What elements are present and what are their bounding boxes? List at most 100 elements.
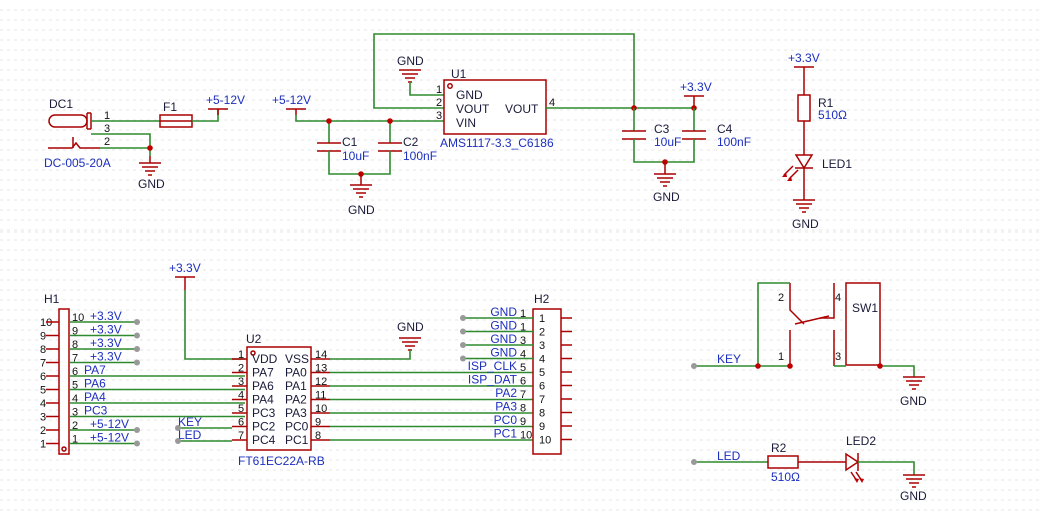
dc1-pin-2: 2 [104, 136, 110, 148]
u1-pinnum-2: 2 [436, 97, 442, 109]
u2-left-pin-number: 4 [238, 390, 244, 402]
capacitor-c3[interactable]: C3 10uF [622, 122, 681, 149]
u2-right-pin-number: 10 [315, 403, 327, 415]
dc1-part: DC-005-20A [44, 156, 111, 170]
u2-left-pin-name: PA7 [252, 366, 274, 380]
u2-left-pin-number: 7 [238, 430, 244, 442]
wire-vout-loop [373, 33, 635, 109]
switch-sw1[interactable]: SW1 2 1 4 3 [778, 282, 881, 366]
h1-wire-pin-number: 2 [72, 420, 78, 432]
led-led2[interactable]: LED2 [845, 434, 876, 483]
u2-left-pin-name: PA4 [252, 393, 274, 407]
u2-right-pin-name: PA1 [285, 379, 307, 393]
r1-value: 510Ω [818, 108, 847, 122]
u1-designator: U1 [451, 67, 467, 81]
u2-part: FT61EC22A-RB [238, 454, 325, 468]
h2-wire-pin-number: 5 [520, 362, 526, 374]
led2-designator: LED2 [846, 434, 876, 448]
dc1-pin-3: 3 [104, 123, 110, 135]
c2-designator: C2 [403, 135, 419, 149]
h1-net-label: PC3 [84, 404, 108, 418]
h1-net-label: +5-12V [90, 417, 129, 431]
h1-pin-number: 1 [40, 439, 46, 451]
gnd-label-c3c4: GND [653, 190, 680, 204]
h2-net-label: ISP_CLK [468, 359, 517, 373]
dc-jack-dc1[interactable]: DC1 DC-005-20A 1 3 2 [44, 97, 111, 170]
h1-net-label: +3.3V [90, 350, 122, 364]
u2-left-pin-number: 3 [238, 376, 244, 388]
u2-right-pin-name: VSS [285, 352, 309, 366]
h2-designator: H2 [534, 292, 550, 306]
input-net-label-1: +5-12V [206, 93, 245, 107]
u2-net-led: LED [178, 428, 202, 442]
wire-u2-vdd [184, 290, 245, 360]
h1-pin-number: 2 [40, 425, 46, 437]
u2-left-pin-name: PC2 [252, 420, 276, 434]
u2-right-pin-number: 8 [315, 430, 321, 442]
gnd-symbol-c3c4: GND [653, 162, 680, 204]
power-flag-input-2: +5-12V [272, 93, 311, 115]
u1-pin-vout-left: VOUT [456, 102, 490, 116]
sw1-pin-4: 4 [835, 292, 841, 304]
h1-wire-pin-number: 3 [72, 407, 78, 419]
h2-net-label: PC1 [494, 427, 518, 441]
gnd-symbol-u2: GND [397, 320, 424, 351]
h2-net-label: GND [490, 346, 517, 360]
c3-value: 10uF [654, 135, 681, 149]
wire-dc1-gnd [100, 147, 151, 156]
h1-pin-number: 8 [40, 344, 46, 356]
wire-sw1-top-left [757, 282, 790, 366]
led1-net-label: +3.3V [788, 51, 820, 65]
c2-value: 100nF [403, 149, 437, 163]
h2-net-label: GND [490, 319, 517, 333]
h1-wire-pin-number: 1 [72, 434, 78, 446]
mcu-u2[interactable]: U2 FT61EC22A-RB [238, 332, 325, 468]
gnd-symbol-c1c2: GND [348, 174, 375, 217]
h2-wire-pin-number: 3 [520, 335, 526, 347]
capacitor-c4[interactable]: C4 100nF [682, 122, 751, 149]
u2-left-pin-name: VDD [252, 352, 278, 366]
wire-u2-vss [330, 350, 411, 360]
u1-pinnum-1: 1 [436, 84, 442, 96]
regulator-u1[interactable]: U1 GND VOUT VIN VOUT 1 2 3 4 AMS1117-3.3… [436, 67, 555, 150]
capacitor-c1[interactable]: C1 10uF [317, 135, 369, 163]
u1-part: AMS1117-3.3_C6186 [440, 136, 554, 150]
f1-designator: F1 [163, 100, 177, 114]
u2-left-pin-number: 2 [238, 363, 244, 375]
h2-pin-number: 2 [539, 327, 545, 339]
fuse-f1[interactable]: F1 [159, 100, 193, 128]
power-flag-3v3-u2: +3.3V [169, 261, 201, 290]
u1-pin-vout-right: VOUT [505, 102, 539, 116]
h1-net-label: PA7 [84, 363, 106, 377]
h1-wires: +3.3V+3.3V+3.3V+3.3VPA7PA6PA4PC3+5-12V+5… [69, 309, 245, 447]
power-flag-input-1: +5-12V [206, 93, 245, 115]
u2-right-pin-number: 14 [315, 349, 327, 361]
h2-net-label: PC0 [494, 413, 518, 427]
h2-wire-pin-number: 6 [520, 376, 526, 388]
u2-left-pin-number: 6 [238, 417, 244, 429]
h2-pin-number: 8 [539, 408, 545, 420]
wire-f1-out [192, 109, 219, 122]
h2-pin-number: 6 [539, 381, 545, 393]
sw1-designator: SW1 [852, 301, 878, 315]
led-led1[interactable]: LED1 [782, 154, 852, 181]
capacitor-c2[interactable]: C2 100nF [378, 135, 437, 163]
h2-wire-pin-number: 7 [520, 389, 526, 401]
c3-designator: C3 [654, 122, 670, 136]
gnd-label-u1: GND [397, 54, 424, 68]
resistor-r2[interactable]: R2 510Ω [767, 441, 800, 484]
h2-net-label: GND [490, 332, 517, 346]
header-h1[interactable]: H1 [44, 292, 70, 455]
resistor-r1[interactable]: R1 510Ω [797, 94, 847, 122]
dc1-pin-1: 1 [104, 110, 110, 122]
h2-pins: 11GND21GND33GND44GND55ISP_CLK66ISP_DAT77… [460, 305, 572, 447]
h2-wire-pin-number: 8 [520, 403, 526, 415]
header-h2[interactable]: H2 [532, 292, 562, 455]
u1-pinnum-4: 4 [549, 97, 555, 109]
sw1-net-key: KEY [717, 352, 741, 366]
c1-designator: C1 [342, 135, 358, 149]
u2-right-pin-number: 12 [315, 376, 327, 388]
h2-pin-number: 1 [539, 313, 545, 325]
u1-pin-gnd: GND [456, 88, 483, 102]
